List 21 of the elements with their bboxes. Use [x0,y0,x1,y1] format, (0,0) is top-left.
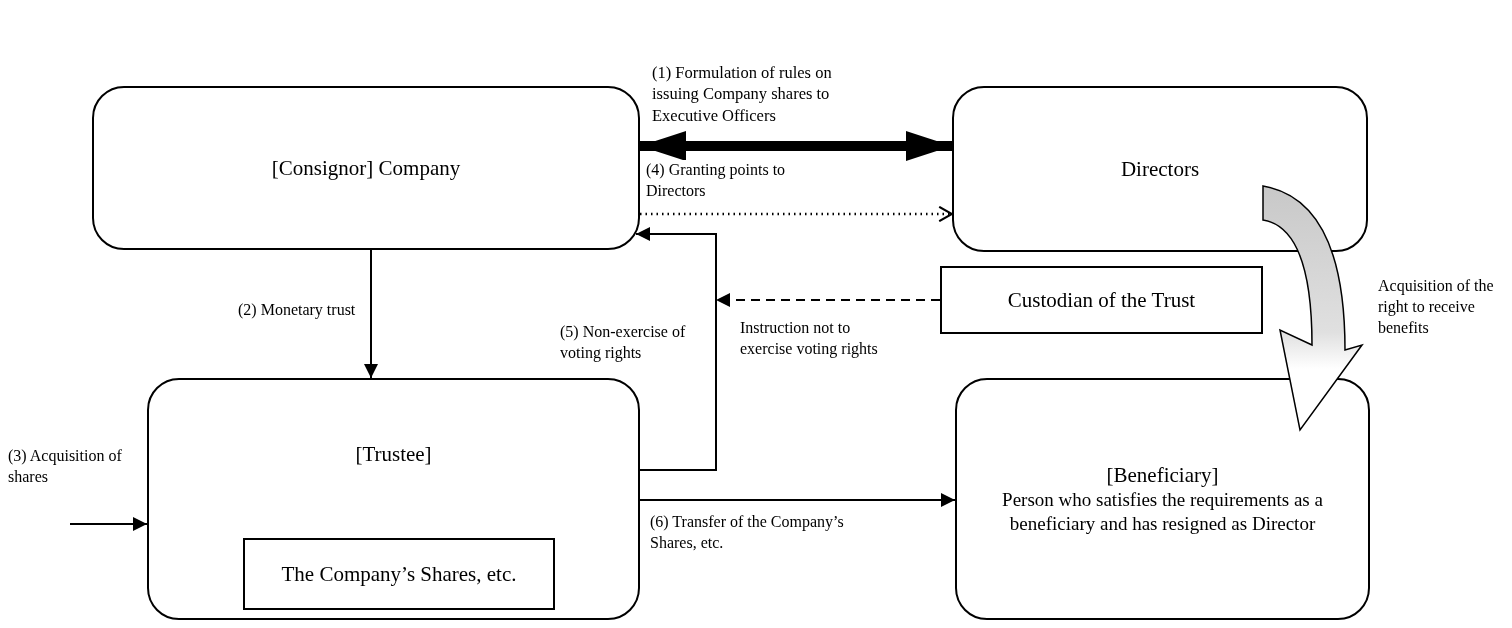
process-box [92,86,640,250]
dashed-arrow [715,293,941,307]
process-box [147,378,640,620]
process-box [940,266,1263,334]
arrow [69,517,148,531]
node-title: [Beneficiary] [1106,462,1219,489]
process-box [952,86,1368,252]
dashed-arrow [640,205,954,223]
curved-block-arrow [1262,185,1363,431]
node-title: [Trustee] [355,440,432,468]
arrow [639,493,956,507]
node-text: Person who satisfies the requirements as a beneficiary and has resigned as Director [1001,488,1324,536]
process-box [955,378,1370,620]
node-title: Custodian of the Trust [1007,286,1196,314]
inner-box [243,538,555,610]
node-title: [Consignor] Company [271,154,461,182]
double-arrow [640,131,952,161]
node-title: The Company’s Shares, etc. [281,560,517,588]
node-title: Directors [1120,155,1200,183]
arrow [635,227,717,471]
arrow [364,249,378,379]
